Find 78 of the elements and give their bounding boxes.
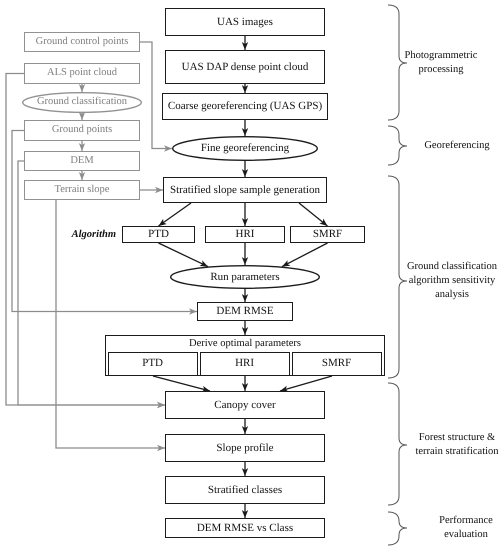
arrow — [280, 375, 332, 392]
box-label: Stratified slope sample generation — [170, 184, 320, 196]
row-label: Algorithm — [70, 228, 116, 242]
arrow — [242, 419, 248, 434]
box-label: UAS DAP dense point cloud — [182, 60, 308, 74]
box-label: SMRF — [312, 228, 342, 241]
arrow — [78, 112, 86, 120]
bracket-label: Ground classification algorithm sensitivity analysis — [406, 260, 498, 302]
bracket-label: Georeferencing — [423, 139, 491, 153]
process-box — [108, 352, 198, 376]
box-label: Run parameters — [210, 270, 280, 284]
arrow — [78, 171, 86, 180]
arrow — [55, 200, 165, 452]
arrow — [158, 202, 192, 227]
box-label: HRI — [235, 357, 254, 370]
box-label: Coarse georeferencing (UAS GPS) — [168, 100, 322, 113]
arrow — [242, 462, 248, 476]
process-box — [24, 151, 140, 171]
box-label: PTD — [148, 228, 169, 241]
group-title: Derive optimal parameters — [189, 337, 301, 350]
arrow — [152, 375, 210, 392]
process-box — [24, 180, 140, 200]
box-label: ALS point cloud — [47, 67, 117, 80]
process-box — [24, 32, 140, 52]
arrow — [158, 242, 208, 268]
arrow — [298, 202, 328, 226]
arrow — [140, 186, 163, 194]
process-box — [165, 8, 325, 36]
box-label: UAS images — [217, 16, 273, 28]
arrow — [242, 36, 248, 50]
box-label: PTD — [142, 357, 163, 370]
box-label: Slope profile — [216, 442, 274, 454]
arrow — [242, 161, 248, 177]
process-box — [292, 352, 382, 376]
box-label: Stratified classes — [208, 484, 282, 496]
box-label: Ground classification — [36, 96, 128, 109]
arrow — [242, 376, 248, 391]
bracket-label: Photogrammetric processing — [404, 49, 478, 77]
box-label: DEM RMSE vs Class — [196, 522, 294, 534]
box-label: Fine georeferencing — [200, 142, 290, 155]
box-label: DEM RMSE — [216, 305, 274, 318]
box-label: Terrain slope — [54, 184, 110, 196]
box-label: Ground control points — [36, 36, 128, 48]
box-label: HRI — [236, 228, 254, 241]
arrow — [242, 84, 248, 93]
process-box — [205, 226, 285, 243]
process-box — [163, 177, 327, 203]
arrow — [17, 160, 165, 408]
bracket-label: Performance evaluation — [438, 514, 494, 542]
process-box — [165, 50, 325, 84]
arrow — [11, 130, 197, 315]
arrow — [242, 321, 248, 335]
arrow — [242, 203, 248, 226]
process-box — [24, 63, 140, 84]
arrow — [78, 84, 86, 92]
arrow — [78, 141, 86, 151]
box-label: Canopy cover — [214, 398, 276, 412]
arrow — [282, 242, 328, 268]
bracket-label: Forest structure & terrain stratification — [414, 431, 500, 459]
process-box — [165, 391, 325, 419]
box-label: Ground points — [52, 124, 112, 137]
process-box — [200, 352, 290, 376]
arrow — [242, 120, 248, 136]
process-box — [122, 226, 195, 243]
arrow — [242, 289, 248, 302]
box-label: DEM — [70, 154, 94, 168]
process-box — [162, 93, 328, 120]
process-box — [197, 302, 293, 321]
box-label: SMRF — [322, 357, 352, 370]
arrow — [140, 41, 172, 152]
process-box — [24, 120, 140, 141]
process-box — [165, 518, 325, 538]
group-box — [105, 335, 385, 376]
process-box — [290, 226, 365, 243]
process-box — [165, 476, 325, 504]
arrow — [242, 504, 248, 518]
process-box — [165, 434, 325, 462]
arrow — [242, 243, 248, 265]
